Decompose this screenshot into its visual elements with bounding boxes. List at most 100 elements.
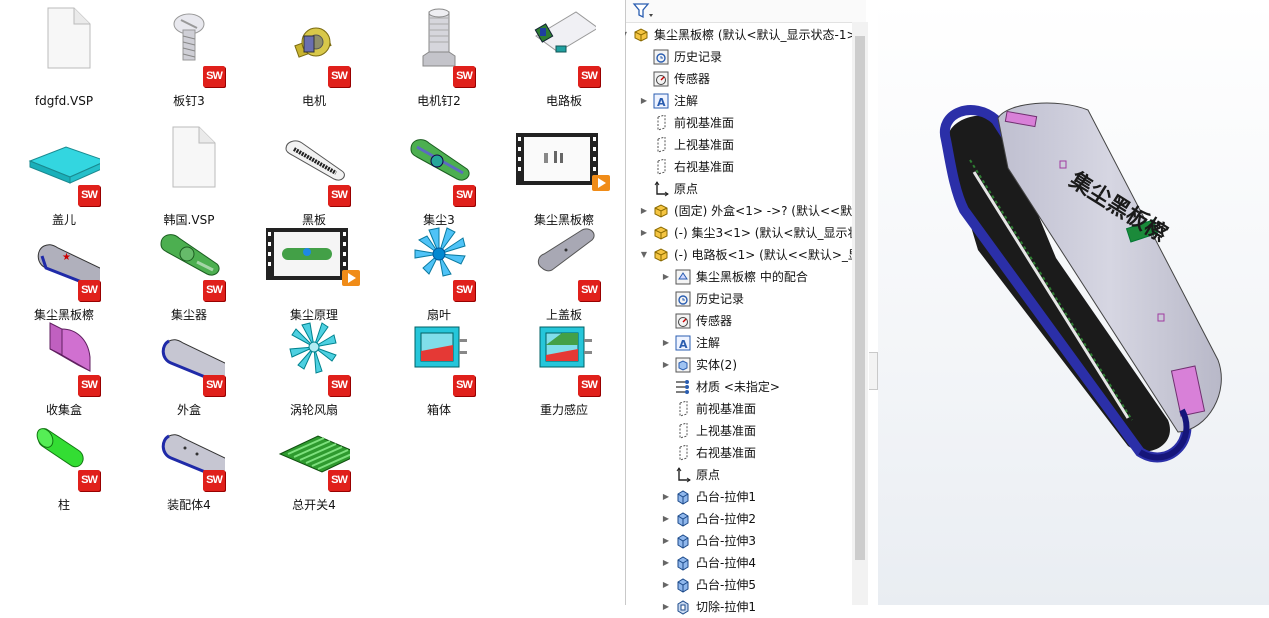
file-item[interactable]: SW 收集盒 [14, 311, 114, 417]
file-item[interactable]: SW 总开关4 [264, 406, 364, 512]
file-item[interactable]: SW 电机钉2 [389, 2, 489, 108]
expand-arrow-icon[interactable]: ▶ [662, 580, 670, 589]
collapse-arrow-icon[interactable]: ▼ [625, 24, 629, 46]
file-name: 电路板 [545, 94, 582, 108]
sensor-icon [675, 313, 691, 329]
tree-item[interactable]: ▶(-) 集尘3<1> (默认<默认_显示状 [625, 222, 852, 244]
file-item[interactable]: SW 装配体4 [139, 406, 239, 512]
tree-item-label: 上视基准面 [674, 138, 735, 152]
tree-item[interactable]: 历史记录 [625, 46, 852, 68]
graphics-viewport[interactable]: 集尘黑板檫 [878, 0, 1269, 605]
gravity-sensor-part-icon [539, 326, 592, 368]
tree-item[interactable]: 右视基准面 [625, 442, 852, 464]
tree-item[interactable]: 材质 <未指定> [625, 376, 852, 398]
file-item[interactable]: SW 板钉3 [139, 2, 239, 108]
tree-item[interactable]: 前视基准面 [625, 398, 852, 420]
tree-item[interactable]: 传感器 [625, 310, 852, 332]
file-item[interactable]: SW 外盒 [139, 311, 239, 417]
reference-plane-icon [653, 158, 669, 175]
file-name: 集尘3 [423, 213, 455, 227]
video-file-icon [516, 133, 598, 185]
tree-item[interactable]: ▶凸台-拉伸1 [625, 486, 852, 508]
file-name: 装配体4 [167, 498, 211, 512]
document-icon [172, 126, 216, 188]
file-explorer: fdgfd.VSP SW 板钉3 SW 电机 SW 电机钉2 [0, 0, 625, 605]
tree-item[interactable]: 前视基准面 [625, 112, 852, 134]
tree-item[interactable]: ▶集尘黑板檫 中的配合 [625, 266, 852, 288]
file-item[interactable]: SW 上盖板 [514, 216, 614, 322]
tree-item-label: 右视基准面 [696, 446, 757, 460]
expand-arrow-icon[interactable]: ▶ [662, 338, 670, 347]
file-item[interactable]: SW 集尘3 [389, 121, 489, 227]
part-component-icon [653, 203, 669, 219]
main-switch-part-icon [278, 435, 350, 473]
annotation-icon: A [653, 93, 669, 109]
file-item[interactable]: fdgfd.VSP [14, 2, 114, 108]
file-item[interactable]: 韩国.VSP [139, 121, 239, 227]
tree-item[interactable]: ▶ 切除-拉伸1 [625, 596, 852, 618]
file-item[interactable]: SW 黑板 [264, 121, 364, 227]
boss-extrude-icon [675, 555, 691, 571]
tree-item[interactable]: 原点 [625, 464, 852, 486]
expand-arrow-icon[interactable]: ▶ [662, 602, 670, 611]
tree-item[interactable]: ▶凸台-拉伸4 [625, 552, 852, 574]
tree-item[interactable]: 右视基准面 [625, 156, 852, 178]
solidworks-badge-icon: SW [328, 470, 350, 491]
tree-item[interactable]: ▼集尘黑板檫 (默认<默认_显示状态-1> [625, 24, 852, 46]
tree-item[interactable]: 上视基准面 [625, 134, 852, 156]
file-item[interactable]: SW 箱体 [389, 311, 489, 417]
filter-icon[interactable] [632, 2, 654, 20]
tree-item[interactable]: ▶凸台-拉伸5 [625, 574, 852, 596]
tree-item[interactable]: ▶(固定) 外盒<1> ->? (默认<<默认 [625, 200, 852, 222]
tree-item[interactable]: ▶凸台-拉伸3 [625, 530, 852, 552]
file-name: 柱 [57, 498, 70, 512]
assembly-part-icon [161, 434, 225, 474]
tree-item-label: 上视基准面 [696, 424, 757, 438]
file-name: fdgfd.VSP [34, 94, 94, 108]
expand-arrow-icon[interactable]: ▶ [640, 206, 648, 215]
tree-item[interactable]: ▼(-) 电路板<1> (默认<<默认>_显 [625, 244, 852, 266]
tree-item[interactable]: 传感器 [625, 68, 852, 90]
expand-arrow-icon[interactable]: ▶ [662, 558, 670, 567]
tree-item[interactable]: 原点 [625, 178, 852, 200]
expand-arrow-icon[interactable]: ▶ [662, 514, 670, 523]
file-item[interactable]: SW 盖儿 [14, 121, 114, 227]
expand-arrow-icon[interactable]: ▶ [640, 96, 648, 105]
expand-arrow-icon[interactable]: ▶ [640, 228, 648, 237]
file-item[interactable]: SW 重力感应 [514, 311, 614, 417]
tree-item[interactable]: 历史记录 [625, 288, 852, 310]
file-item[interactable]: 集尘黑板檫 [514, 121, 614, 227]
panel-collapse-handle[interactable] [869, 352, 878, 390]
tree-item[interactable]: ▶实体(2) [625, 354, 852, 376]
file-item[interactable]: SW 集尘器 [139, 216, 239, 322]
tree-item-label: 切除-拉伸1 [696, 600, 756, 614]
file-item[interactable]: SW 扇叶 [389, 216, 489, 322]
expand-arrow-icon[interactable]: ▶ [662, 272, 670, 281]
tree-item[interactable]: 上视基准面 [625, 420, 852, 442]
file-item[interactable]: SW 涡轮风扇 [264, 311, 364, 417]
file-item[interactable]: ★ SW 集尘黑板檫 [14, 216, 114, 322]
dust-collector-part-icon [160, 234, 220, 276]
file-item[interactable]: SW 电机 [264, 2, 364, 108]
fan-blade-part-icon [414, 227, 466, 277]
dust-collector-model: 集尘黑板檫 [939, 102, 1222, 463]
file-item[interactable]: SW 柱 [14, 406, 114, 512]
expand-arrow-icon[interactable]: ▶ [662, 536, 670, 545]
material-icon [675, 379, 691, 395]
expand-arrow-icon[interactable]: ▶ [662, 360, 670, 369]
tree-item-label: 注解 [696, 336, 721, 350]
file-item[interactable]: SW 电路板 [514, 2, 614, 108]
tree-item[interactable]: ▶凸台-拉伸2 [625, 508, 852, 530]
circuit-board-part-icon [534, 11, 596, 53]
solidworks-badge-icon: SW [453, 66, 475, 87]
collapse-arrow-icon[interactable]: ▼ [640, 250, 648, 259]
file-name: 重力感应 [539, 403, 588, 417]
solidworks-badge-icon: SW [578, 280, 600, 301]
reference-plane-icon [675, 422, 691, 439]
file-item[interactable]: 集尘原理 [264, 216, 364, 322]
expand-arrow-icon[interactable]: ▶ [662, 492, 670, 501]
tree-scrollbar-thumb[interactable] [855, 36, 865, 560]
svg-text:★: ★ [62, 252, 71, 263]
